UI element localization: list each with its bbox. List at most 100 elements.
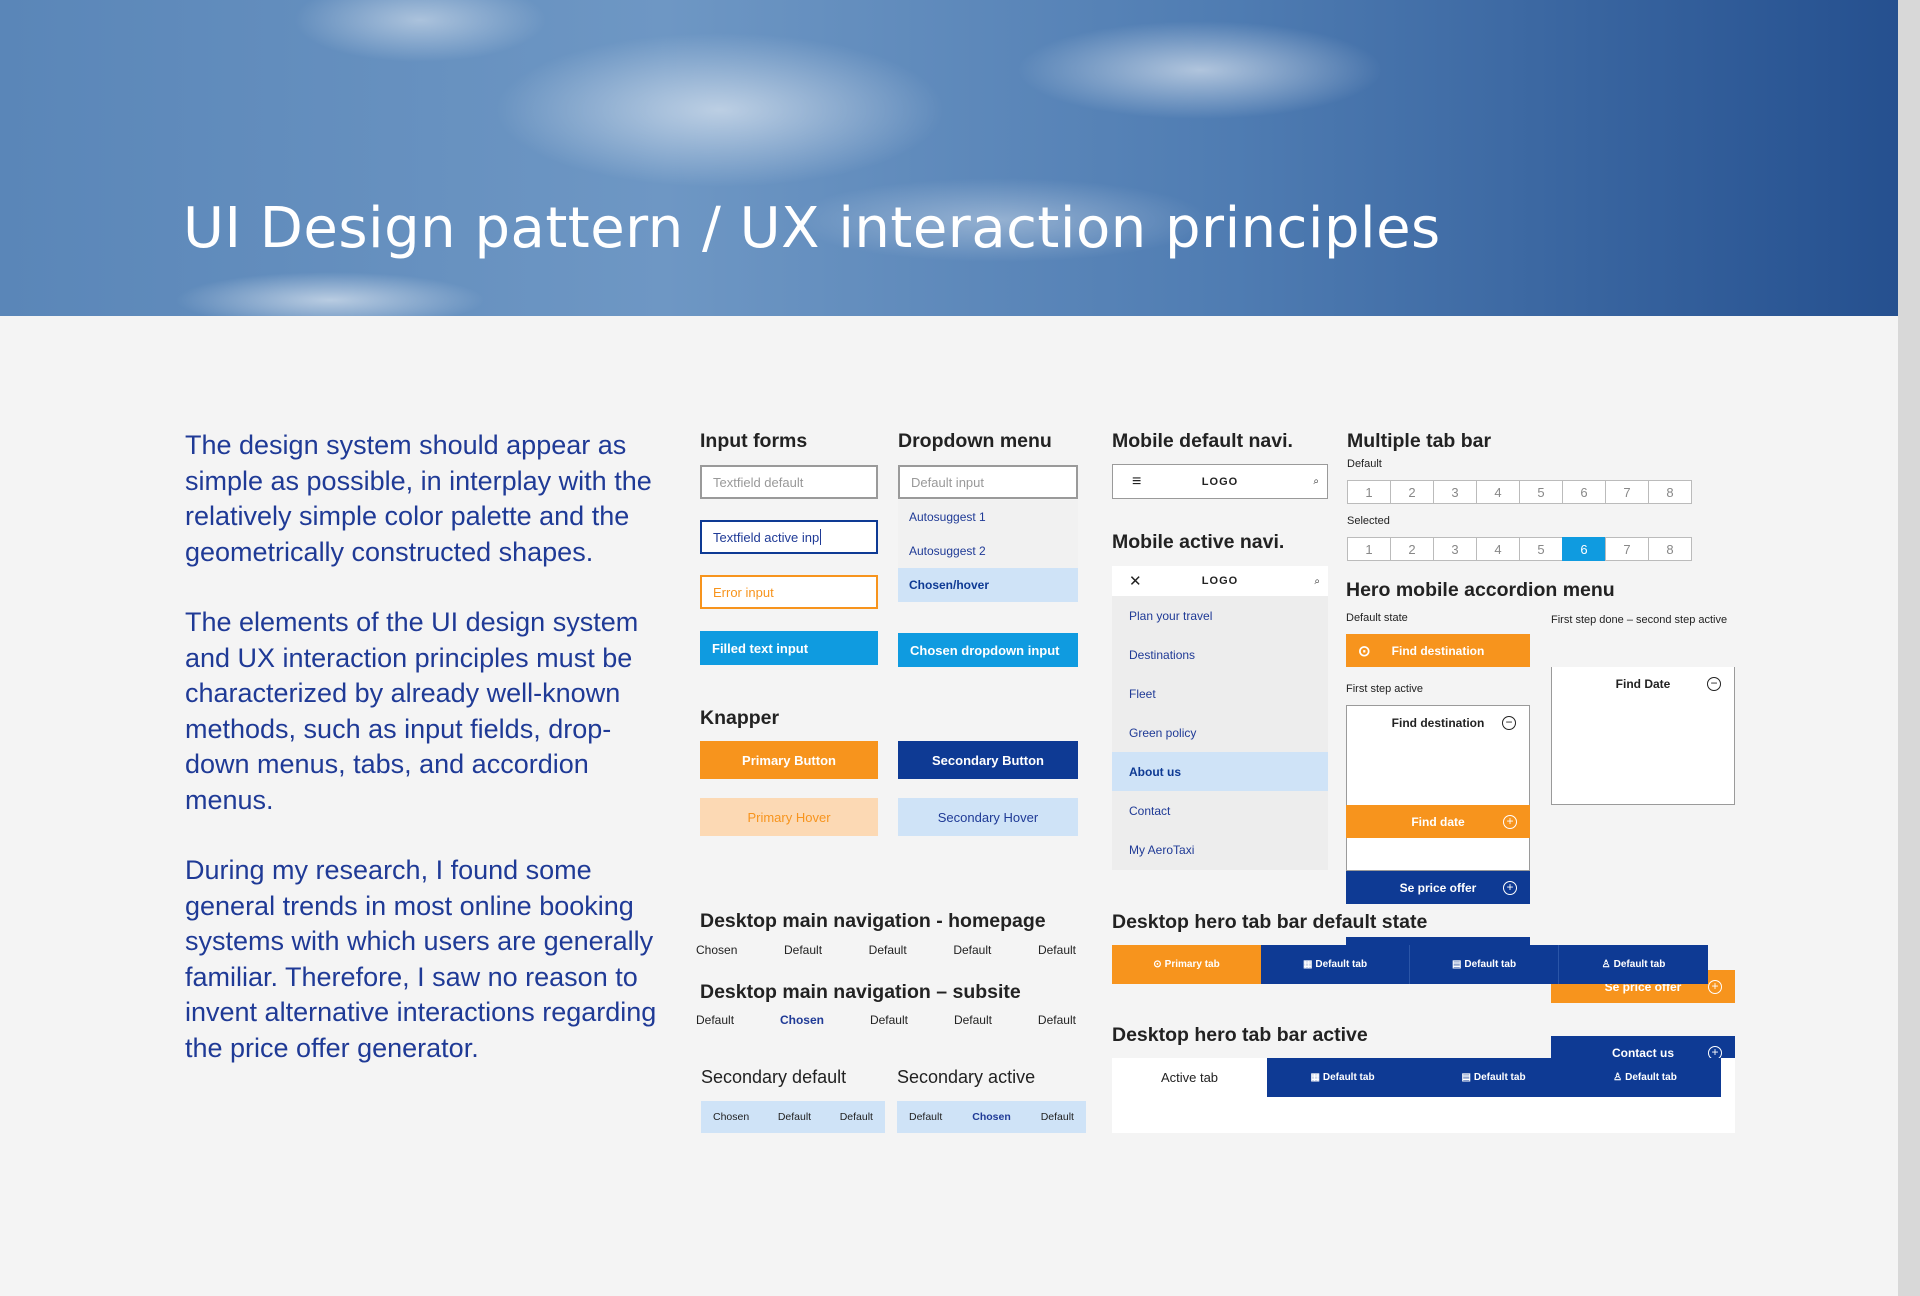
right-edge-strip: [1898, 0, 1920, 1296]
mobile-nav-item[interactable]: Plan your travel: [1129, 608, 1213, 623]
hero-tab-primary[interactable]: ⊙Primary tab: [1112, 945, 1261, 984]
mobile-nav-item[interactable]: Destinations: [1129, 647, 1196, 662]
secondary-item-chosen[interactable]: Chosen: [713, 1111, 750, 1123]
textfield-active[interactable]: Textfield active inp: [700, 520, 878, 554]
accordion-label: Find destination: [1391, 716, 1485, 730]
multi-tab-heading: Multiple tab bar: [1347, 430, 1492, 452]
hero-tab[interactable]: ▦Default tab: [1261, 945, 1410, 984]
input-forms-heading: Input forms: [700, 430, 808, 452]
hero-tab-label: Default tab: [1625, 1072, 1677, 1083]
hero-tab-label: Default tab: [1613, 959, 1666, 970]
secondary-item[interactable]: Default: [839, 1111, 873, 1123]
intro-paragraph-1: The design system should appear as simpl…: [185, 430, 652, 567]
secondary-item[interactable]: Default: [777, 1111, 812, 1123]
textfield-filled[interactable]: Filled text input: [700, 631, 878, 665]
hero-tab[interactable]: ▦Default tab: [1267, 1058, 1418, 1097]
tab[interactable]: 4: [1476, 480, 1520, 504]
accordion-label: Find Date: [1615, 677, 1671, 691]
mobile-nav-item[interactable]: My AeroTaxi: [1129, 842, 1195, 857]
hamburger-icon[interactable]: ≡: [1132, 472, 1142, 490]
nav-item[interactable]: Default: [953, 943, 992, 957]
logo[interactable]: LOGO: [1201, 575, 1239, 587]
hero-tab-active-bar: Active tab ▦Default tab ▤Default tab ♙De…: [1112, 1058, 1721, 1097]
nav-item[interactable]: Default: [953, 1013, 992, 1027]
dropdown-option[interactable]: Autosuggest 1: [909, 510, 986, 524]
plus-circle-icon: +: [1708, 979, 1722, 994]
tab[interactable]: 5: [1519, 537, 1563, 561]
nav-item[interactable]: Default: [869, 1013, 908, 1027]
secondary-item[interactable]: Default: [909, 1111, 943, 1123]
nav-item-chosen[interactable]: Chosen: [696, 943, 738, 957]
close-icon[interactable]: ✕: [1129, 573, 1142, 590]
tab[interactable]: 2: [1390, 537, 1434, 561]
tab[interactable]: 7: [1605, 537, 1649, 561]
intro-paragraph-3: During my research, I found some general…: [185, 855, 657, 1063]
tab[interactable]: 8: [1648, 537, 1692, 561]
nav-item-chosen[interactable]: Chosen: [779, 1013, 824, 1027]
search-icon[interactable]: ⌕: [1313, 476, 1319, 487]
desktop-nav-home-heading: Desktop main navigation - homepage: [700, 910, 1046, 932]
mobile-default-heading: Mobile default navi.: [1112, 430, 1293, 452]
textfield-default[interactable]: Textfield default: [700, 465, 878, 499]
mobile-nav-item[interactable]: Green policy: [1129, 725, 1197, 740]
accordion-find-date-open[interactable]: Find Date −: [1552, 667, 1734, 701]
secondary-item[interactable]: Default: [1040, 1111, 1074, 1123]
nav-item[interactable]: Default: [696, 1013, 735, 1027]
tab[interactable]: 1: [1347, 480, 1391, 504]
hero-tab-label: Default tab: [1315, 959, 1368, 970]
plus-circle-icon: +: [1503, 880, 1517, 895]
accordion-price-offer[interactable]: Se price offer +: [1346, 871, 1530, 904]
textfield-error[interactable]: Error input: [700, 575, 878, 609]
dropdown-option[interactable]: Autosuggest 2: [909, 544, 986, 558]
tab[interactable]: 4: [1476, 537, 1520, 561]
tab[interactable]: 7: [1605, 480, 1649, 504]
multi-tab-selected: 1 2 3 4 5 6 7 8: [1347, 537, 1692, 561]
tab[interactable]: 6: [1562, 480, 1606, 504]
mobile-default-navbar: ≡ LOGO ⌕: [1112, 464, 1328, 499]
multi-tab-selected-label: Selected: [1347, 515, 1390, 527]
hero-tab[interactable]: ♙Default tab: [1569, 1058, 1721, 1097]
hero-tab-active[interactable]: Active tab: [1112, 1058, 1267, 1097]
tab[interactable]: 2: [1390, 480, 1434, 504]
nav-item[interactable]: Default: [1037, 1013, 1076, 1027]
dropdown-option-hover[interactable]: Chosen/hover: [898, 568, 1078, 602]
dropdown-chosen-input[interactable]: Chosen dropdown input: [898, 633, 1078, 667]
search-icon[interactable]: ⌕: [1314, 575, 1320, 587]
page-title: UI Design pattern / UX interaction princ…: [183, 196, 1441, 261]
mobile-nav-item[interactable]: Fleet: [1129, 686, 1156, 701]
primary-button[interactable]: Primary Button: [700, 741, 878, 779]
tab[interactable]: 3: [1433, 537, 1477, 561]
hero-tab[interactable]: ♙Default tab: [1559, 945, 1708, 984]
secondary-hover-button[interactable]: Secondary Hover: [898, 798, 1078, 836]
hero-tab[interactable]: ▤Default tab: [1418, 1058, 1569, 1097]
multi-tab-default: 1 2 3 4 5 6 7 8: [1347, 480, 1692, 504]
hero-tab[interactable]: ▤Default tab: [1410, 945, 1559, 984]
nav-item[interactable]: Default: [868, 943, 907, 957]
mobile-active-navbar: ✕ LOGO ⌕: [1112, 566, 1328, 596]
accordion-find-destination-open[interactable]: Find destination −: [1347, 706, 1529, 740]
nav-item[interactable]: Default: [1037, 943, 1076, 957]
primary-hover-button[interactable]: Primary Hover: [700, 798, 878, 836]
accordion-find-destination[interactable]: ⊙ Find destination: [1346, 634, 1530, 667]
hero-tab-default-heading: Desktop hero tab bar default state: [1112, 911, 1428, 933]
secondary-button[interactable]: Secondary Button: [898, 741, 1078, 779]
secondary-item-chosen[interactable]: Chosen: [972, 1111, 1011, 1123]
tab-selected[interactable]: 6: [1562, 537, 1606, 561]
accordion-find-date[interactable]: Find date +: [1346, 805, 1530, 838]
accordion-label: Contact us: [1611, 1045, 1674, 1060]
logo[interactable]: LOGO: [1201, 475, 1239, 488]
tab[interactable]: 1: [1347, 537, 1391, 561]
user-icon: ♙: [1613, 1072, 1623, 1083]
nav-item[interactable]: Default: [784, 943, 823, 957]
location-pin-icon: ⊙: [1358, 642, 1371, 660]
accordion-second-active-label: First step done – second step active: [1551, 614, 1728, 626]
tab[interactable]: 3: [1433, 480, 1477, 504]
tab[interactable]: 5: [1519, 480, 1563, 504]
minus-circle-icon: −: [1707, 677, 1721, 691]
mobile-nav-item-active[interactable]: About us: [1112, 752, 1328, 791]
accordion-label: Find destination: [1391, 643, 1485, 658]
tab[interactable]: 8: [1648, 480, 1692, 504]
mobile-nav-item[interactable]: Contact: [1129, 803, 1171, 818]
intro-paragraph-2: The elements of the UI design system and…: [185, 607, 639, 815]
dropdown-default-input[interactable]: Default input: [898, 465, 1078, 499]
